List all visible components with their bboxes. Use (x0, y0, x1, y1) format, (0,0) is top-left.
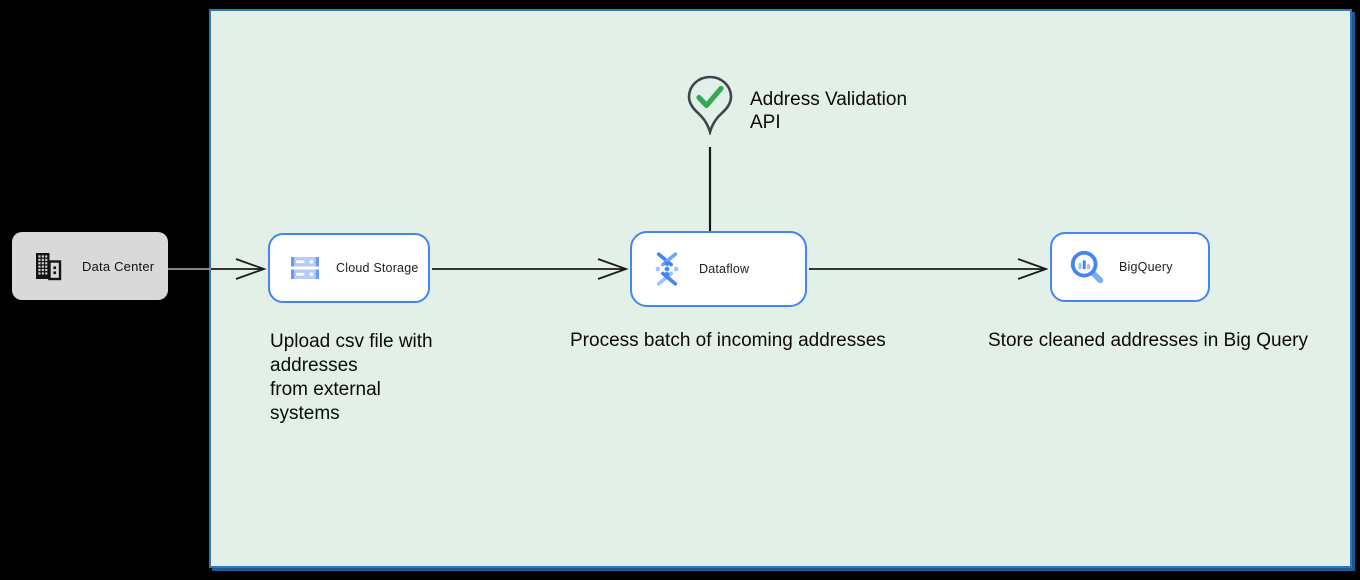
address-validation-pin (686, 75, 734, 140)
building-icon (36, 253, 62, 281)
address-validation-label: Address Validation API (750, 89, 908, 133)
node-data-center: Data Center (12, 232, 168, 300)
dataflow-icon (655, 252, 679, 286)
node-label-bigquery: BigQuery (1119, 260, 1173, 274)
node-cloud-storage: Cloud Storage (268, 233, 430, 303)
description-bigquery: Store cleaned addresses in Big Query (988, 330, 1309, 351)
description-dataflow: Process batch of incoming addresses (570, 330, 886, 351)
node-bigquery: BigQuery (1050, 232, 1210, 302)
node-label-data-center: Data Center (82, 258, 155, 274)
description-cloud-storage: Upload csv file with addresses from exte… (270, 331, 433, 424)
node-label-dataflow: Dataflow (699, 262, 750, 276)
bigquery-search-icon (1070, 250, 1104, 284)
node-dataflow: Dataflow (630, 231, 807, 307)
map-pin-check-icon (687, 75, 733, 137)
node-label-cloud-storage: Cloud Storage (336, 261, 419, 275)
cloud-storage-icon (291, 257, 319, 279)
